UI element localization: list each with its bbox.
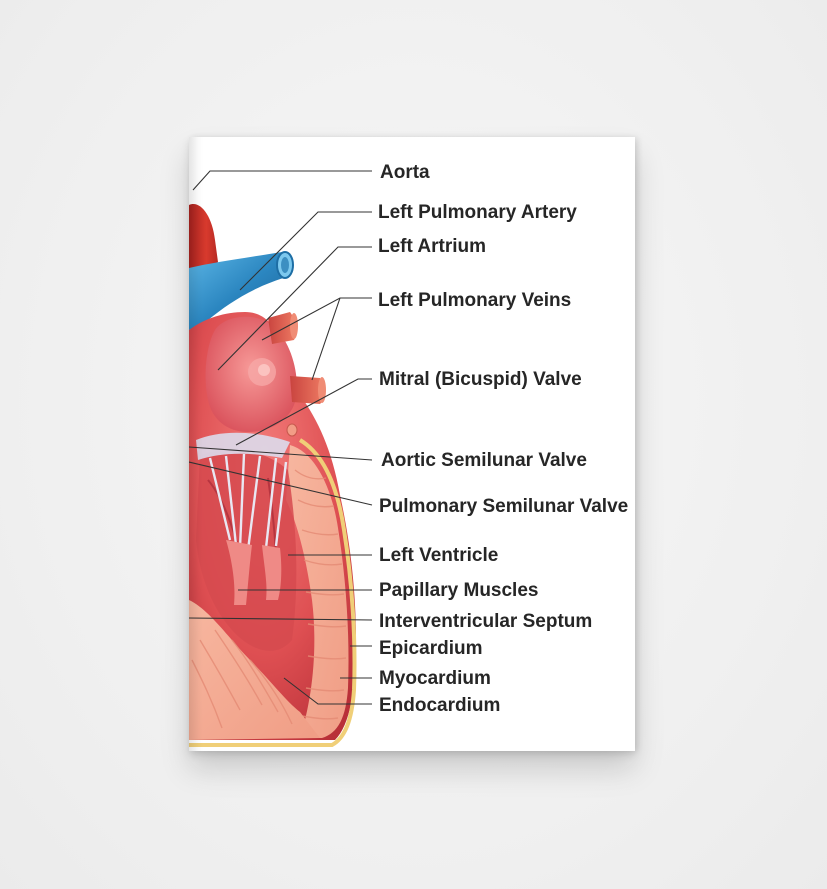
apex-myocardium: [189, 600, 320, 740]
label-left-pulmonary-veins: Left Pulmonary Veins: [378, 290, 571, 311]
upper-pulmonary-vein: [268, 312, 297, 344]
label-aorta: Aorta: [380, 162, 430, 183]
papillary-muscle: [226, 540, 252, 605]
leader-lines: [189, 170, 373, 705]
label-epicardium: Epicardium: [379, 638, 482, 659]
mitral-valve-leaflets: [196, 432, 290, 460]
chordae-tendineae: [208, 453, 288, 551]
label-myocardium: Myocardium: [379, 668, 491, 689]
label-mitral-valve: Mitral (Bicuspid) Valve: [379, 369, 582, 390]
diagram-labels: Aorta Left Pulmonary Artery Left Artrium…: [378, 162, 628, 716]
heart-anatomy-diagram: Aorta Left Pulmonary Artery Left Artrium…: [189, 162, 628, 747]
label-endocardium: Endocardium: [379, 695, 500, 716]
epicardium-edge: [189, 438, 357, 747]
pulmonary-artery-vessel: [189, 251, 294, 330]
hardcover-journal: Aorta Left Pulmonary Artery Left Artrium…: [189, 137, 635, 751]
label-left-pulmonary-artery: Left Pulmonary Artery: [378, 202, 577, 223]
label-pulmonary-semilunar-valve: Pulmonary Semilunar Valve: [379, 496, 628, 517]
label-papillary-muscles: Papillary Muscles: [379, 580, 538, 601]
left-atrium: [205, 316, 297, 432]
label-aortic-semilunar-valve: Aortic Semilunar Valve: [381, 450, 587, 471]
label-left-ventricle: Left Ventricle: [379, 545, 498, 566]
myocardium-wall: [286, 445, 349, 738]
label-left-atrium: Left Artrium: [378, 236, 486, 257]
label-interventricular-septum: Interventricular Septum: [379, 611, 592, 632]
lower-pulmonary-vein: [290, 376, 325, 404]
